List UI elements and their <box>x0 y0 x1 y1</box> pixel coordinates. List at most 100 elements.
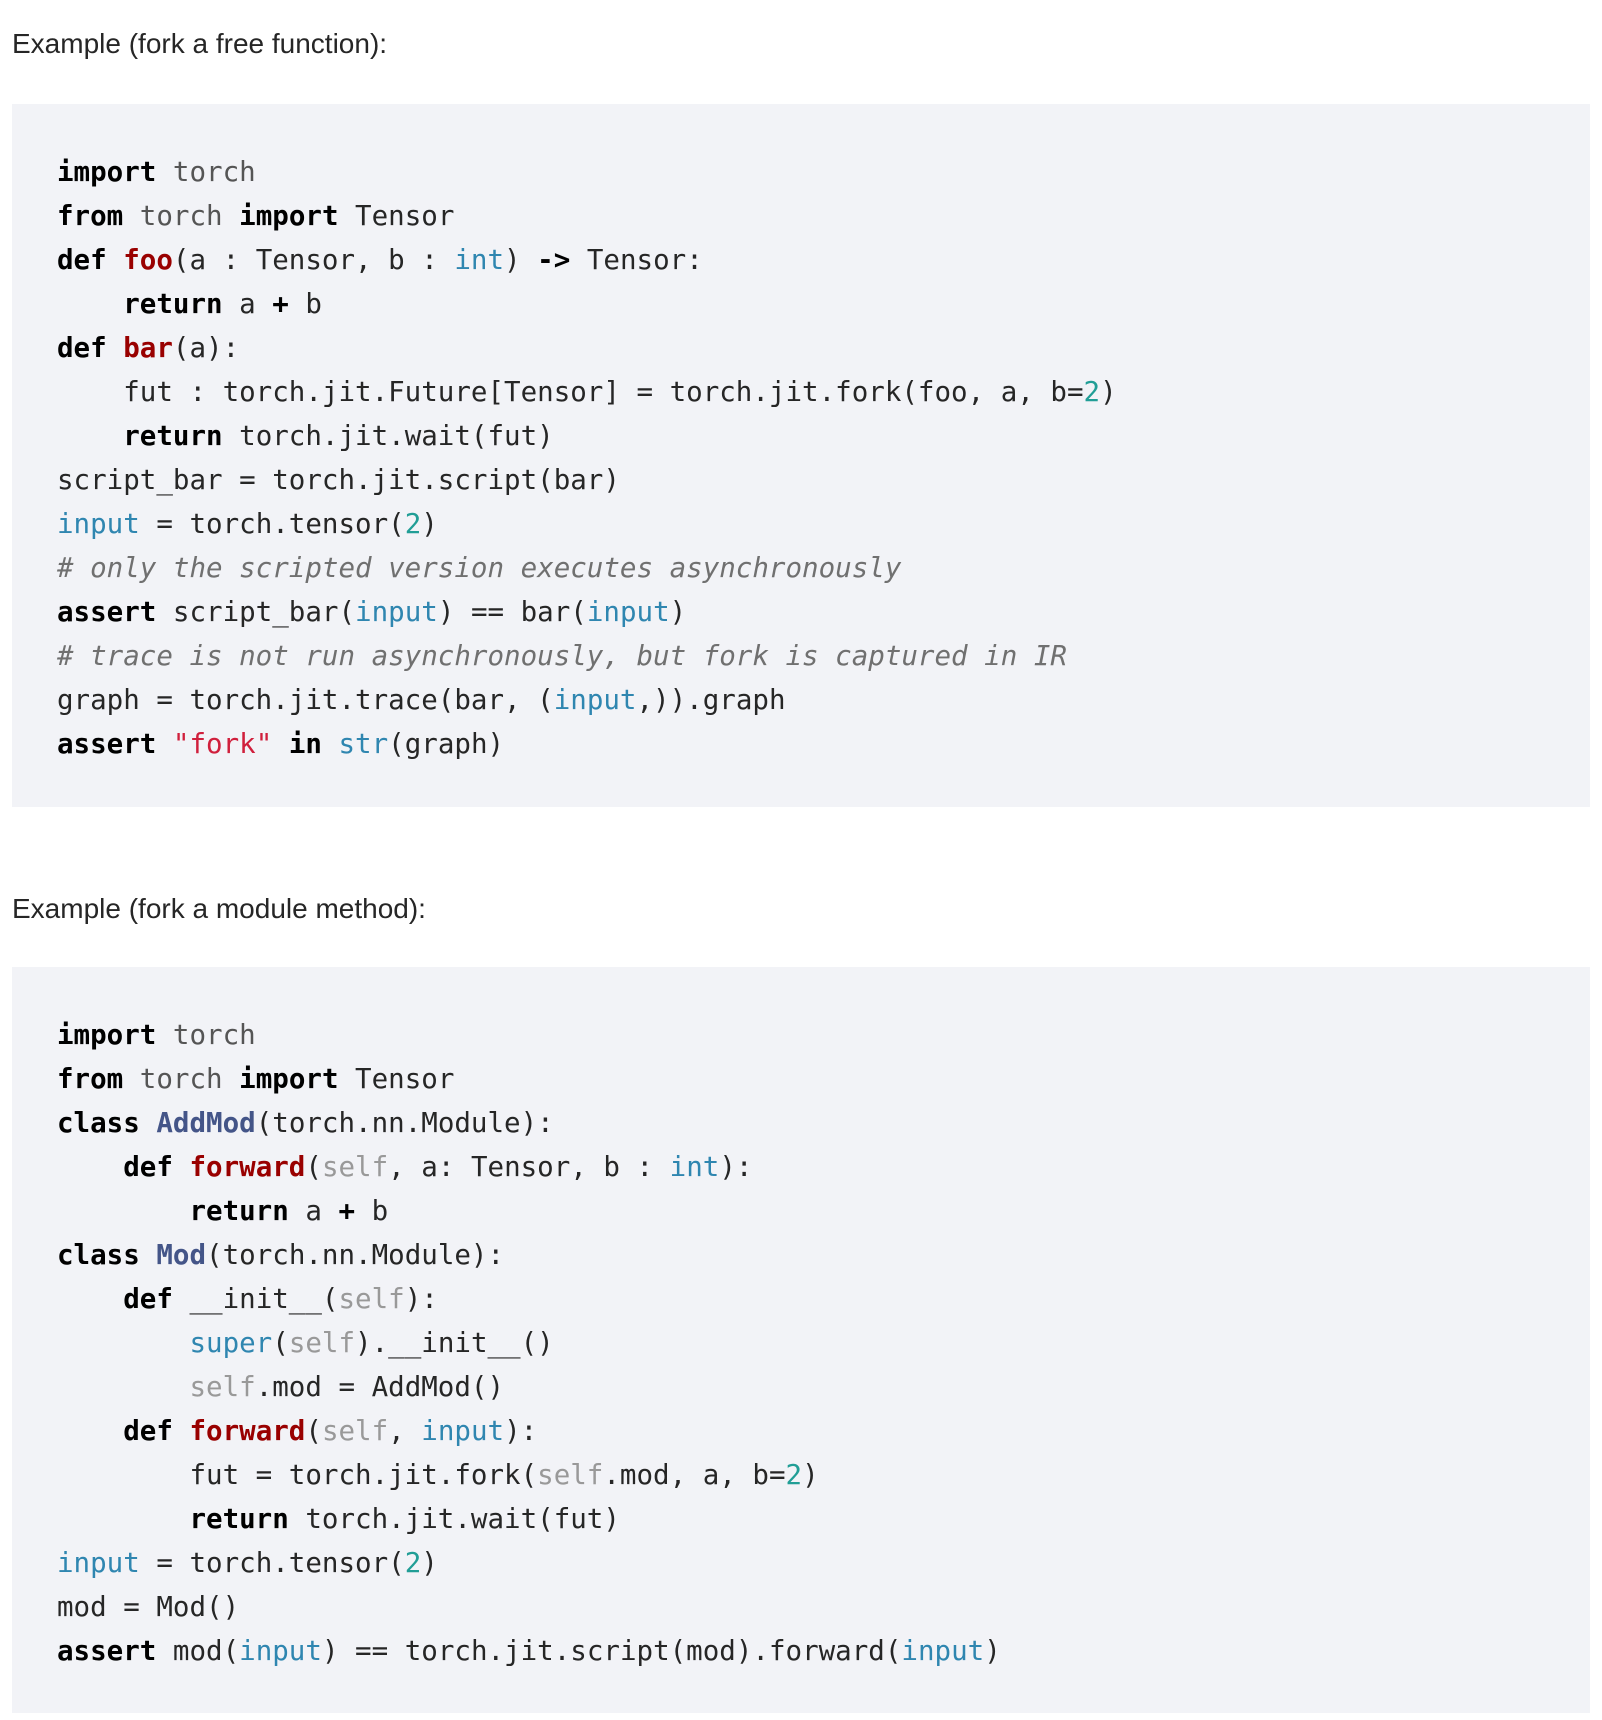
code-token <box>173 1415 190 1447</box>
code-token: int <box>454 244 505 276</box>
code-token: input <box>355 596 438 628</box>
code-token: "fork" <box>172 728 273 760</box>
code-token: ) <box>669 596 687 628</box>
code-token: class <box>57 1107 140 1139</box>
code-token: def <box>57 332 107 364</box>
code-line: mod = Mod() <box>57 1585 1590 1629</box>
code-line: return torch.jit.wait(fut) <box>57 414 1590 458</box>
code-token: self <box>321 1151 389 1183</box>
code-token: input <box>239 1635 322 1667</box>
code-token: foo <box>123 244 173 276</box>
code-token: from <box>57 1063 124 1095</box>
code-token: ): <box>404 1283 438 1315</box>
code-token: self <box>288 1327 356 1359</box>
code-token: self <box>338 1283 405 1315</box>
code-token: graph = torch.jit.trace(bar, ( <box>57 684 554 716</box>
code-token: Tensor: <box>570 244 703 276</box>
code-line: from torch import Tensor <box>57 1057 1590 1101</box>
code-token <box>57 1283 123 1315</box>
code-token: in <box>288 728 322 760</box>
code-token <box>272 728 289 760</box>
code-token: 2 <box>785 1459 803 1491</box>
code-line: return a + b <box>57 1189 1590 1233</box>
code-block-free-function: import torch from torch import Tensor def … <box>12 104 1590 807</box>
code-line: return torch.jit.wait(fut) <box>57 1497 1590 1541</box>
code-token <box>57 420 123 452</box>
code-token: super <box>189 1327 273 1359</box>
code-token: (torch.nn.Module): <box>255 1107 554 1139</box>
code-line: assert mod(input) == torch.jit.script(mo… <box>57 1629 1590 1673</box>
code-token: Mod <box>156 1239 207 1271</box>
code-token: torch.jit.wait(fut) <box>222 420 554 452</box>
code-listing: import torch from torch import Tensor def … <box>57 150 1590 766</box>
code-token: from <box>57 200 124 232</box>
code-token <box>173 1151 190 1183</box>
code-token: ): <box>504 1415 538 1447</box>
code-token <box>223 200 240 232</box>
code-line: assert "fork" in str(graph) <box>57 722 1590 766</box>
code-token: torch <box>139 1063 223 1095</box>
code-line: return a + b <box>57 282 1590 326</box>
code-token: fut = torch.jit.fork( <box>57 1459 538 1491</box>
code-token: fut : torch.jit.Future[Tensor] = torch.j… <box>57 376 1084 408</box>
code-token: script_bar = torch.jit.script(bar) <box>57 464 620 496</box>
code-line: def foo(a : Tensor, b : int) -> Tensor: <box>57 238 1590 282</box>
code-token <box>57 1151 123 1183</box>
code-token <box>140 1239 157 1271</box>
code-token: self <box>189 1371 256 1403</box>
code-token: int <box>669 1151 720 1183</box>
code-token <box>107 332 124 364</box>
code-token: ) <box>802 1459 819 1491</box>
code-token: ).__init__() <box>355 1327 554 1359</box>
code-token: + <box>338 1195 356 1227</box>
code-token <box>57 1415 123 1447</box>
code-token <box>57 1503 189 1535</box>
code-token <box>57 288 123 320</box>
code-line: import torch <box>57 150 1590 194</box>
code-token: , a: Tensor, b : <box>388 1151 670 1183</box>
code-token: forward <box>189 1415 306 1447</box>
code-token: 2 <box>1083 376 1101 408</box>
code-token: ) <box>504 244 538 276</box>
code-token: assert <box>57 1635 157 1667</box>
code-token: = torch.tensor( <box>139 508 405 540</box>
code-token <box>57 1195 189 1227</box>
code-token <box>322 728 339 760</box>
code-token: input <box>901 1635 985 1667</box>
code-token: (a : Tensor, b : <box>172 244 455 276</box>
code-token: import <box>57 1019 157 1051</box>
code-line: # only the scripted version executes asy… <box>57 546 1590 590</box>
code-token: torch <box>172 156 256 188</box>
code-token: input <box>57 1547 140 1579</box>
code-token: ( <box>305 1151 322 1183</box>
code-line: # trace is not run asynchronously, but f… <box>57 634 1590 678</box>
example-heading-free-function: Example (fork a free function): <box>12 28 388 59</box>
code-token: self <box>537 1459 604 1491</box>
code-line: def forward(self, a: Tensor, b : int): <box>57 1145 1590 1189</box>
code-token: torch.jit.wait(fut) <box>288 1503 620 1535</box>
code-token <box>140 1107 157 1139</box>
code-token: .mod = AddMod() <box>255 1371 505 1403</box>
code-token: assert <box>57 596 157 628</box>
code-token: input <box>553 684 637 716</box>
code-token: input <box>421 1415 505 1447</box>
code-token: ) <box>1100 376 1117 408</box>
example-heading-module-method: Example (fork a module method): <box>12 893 426 924</box>
code-token: class <box>57 1239 140 1271</box>
code-token: import <box>57 156 157 188</box>
code-token: # trace is not run asynchronously, but f… <box>57 640 1067 672</box>
code-token: __init__( <box>172 1283 339 1315</box>
code-line: class AddMod(torch.nn.Module): <box>57 1101 1590 1145</box>
code-token <box>123 200 140 232</box>
code-token: Tensor <box>338 200 455 232</box>
code-token: mod = Mod() <box>57 1591 240 1623</box>
code-line: import torch <box>57 1013 1590 1057</box>
code-token: ) == bar( <box>437 596 587 628</box>
code-token: str <box>338 728 389 760</box>
code-token: ,)).graph <box>636 684 786 716</box>
code-token: return <box>123 420 223 452</box>
code-token: torch <box>172 1019 256 1051</box>
code-token <box>156 1019 173 1051</box>
